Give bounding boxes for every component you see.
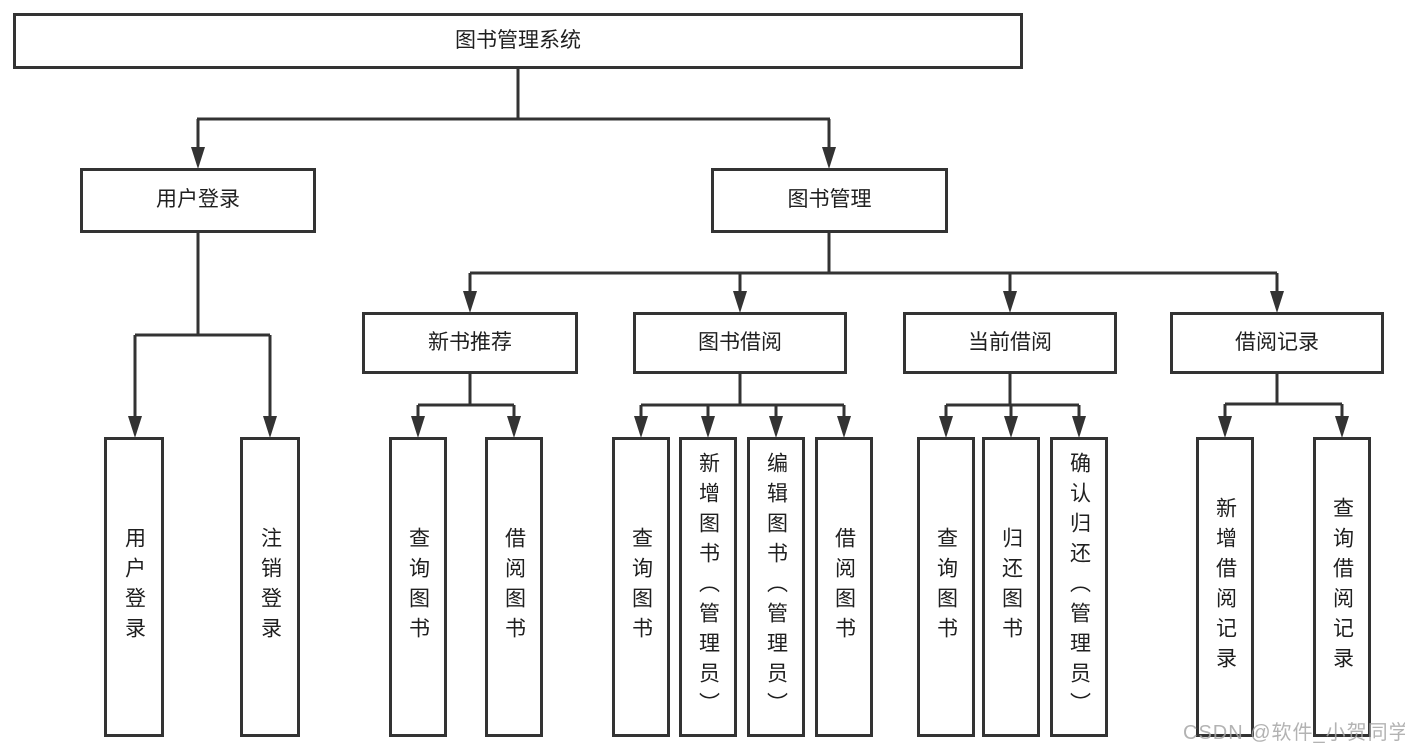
arrowhead <box>263 416 277 438</box>
node-new-book-recommendation: 新书推荐 <box>362 312 578 374</box>
edge-user-login-to-leaves <box>128 233 277 438</box>
leaf-return-books: 归还图书 <box>982 437 1040 737</box>
arrowhead <box>411 416 425 438</box>
leaf-edit-books-admin: 编辑图书（管理员） <box>747 437 805 737</box>
arrowhead <box>1218 416 1232 438</box>
arrowhead <box>733 291 747 313</box>
arrowhead <box>463 291 477 313</box>
arrowhead <box>837 416 851 438</box>
arrowhead <box>939 416 953 438</box>
arrowhead <box>822 147 836 169</box>
arrowhead <box>634 416 648 438</box>
watermark: CSDN @软件_小贺同学 <box>1183 722 1405 744</box>
node-book-borrowing: 图书借阅 <box>633 312 847 374</box>
arrowhead <box>769 416 783 438</box>
leaf-confirm-return-admin: 确认归还（管理员） <box>1050 437 1108 737</box>
leaf-query-books-current: 查询图书 <box>917 437 975 737</box>
edge-borrowing-records-to-leaves <box>1218 374 1349 438</box>
node-user-login: 用户登录 <box>80 168 316 233</box>
arrowhead <box>1003 291 1017 313</box>
edge-current-borrowing-to-leaves <box>939 374 1086 438</box>
edge-root-to-level2 <box>191 69 836 169</box>
leaf-query-books-recommend: 查询图书 <box>389 437 447 737</box>
arrowhead <box>701 416 715 438</box>
arrowhead <box>1270 291 1284 313</box>
arrowhead <box>1335 416 1349 438</box>
leaf-query-books-borrowing: 查询图书 <box>612 437 670 737</box>
arrowhead <box>1004 416 1018 438</box>
leaf-borrow-books-recommend: 借阅图书 <box>485 437 543 737</box>
arrowhead <box>507 416 521 438</box>
node-current-borrowing: 当前借阅 <box>903 312 1117 374</box>
node-borrowing-records: 借阅记录 <box>1170 312 1384 374</box>
edge-book-borrowing-to-leaves <box>634 374 851 438</box>
leaf-query-borrow-record: 查询借阅记录 <box>1313 437 1371 737</box>
arrowhead <box>191 147 205 169</box>
leaf-add-borrow-record: 新增借阅记录 <box>1196 437 1254 737</box>
node-book-management: 图书管理 <box>711 168 948 233</box>
arrowhead <box>1072 416 1086 438</box>
edge-new-book-recommendation-to-leaves <box>411 374 521 438</box>
node-root: 图书管理系统 <box>13 13 1023 69</box>
leaf-user-login: 用户登录 <box>104 437 164 737</box>
arrowhead <box>128 416 142 438</box>
leaf-logout-login: 注销登录 <box>240 437 300 737</box>
leaf-add-books-admin: 新增图书（管理员） <box>679 437 737 737</box>
leaf-borrow-books-borrowing: 借阅图书 <box>815 437 873 737</box>
edge-book-management-to-level3 <box>463 233 1284 313</box>
